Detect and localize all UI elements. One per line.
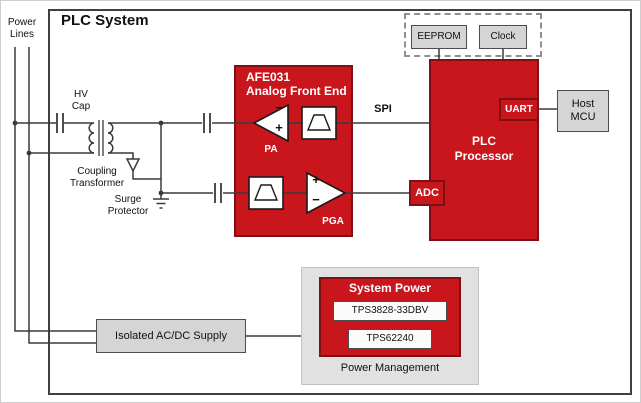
wires	[14, 47, 557, 344]
junction-dots	[12, 120, 164, 196]
adc-label: ADC	[415, 186, 439, 199]
afe-title: AFE031 Analog Front End	[246, 70, 347, 98]
pa-minus-sign: −	[275, 100, 283, 115]
spi-label: SPI	[374, 103, 392, 115]
surge-arrow-icon	[125, 158, 141, 173]
tx-filter-icon	[301, 106, 337, 140]
surge-wire	[108, 152, 161, 180]
system-power-title: System Power	[348, 281, 432, 295]
hv-capacitor-icon	[56, 113, 64, 133]
coupling-transformer-label: Coupling Transformer	[69, 166, 125, 189]
eeprom-label: EEPROM	[417, 31, 461, 43]
pga-label: PGA	[322, 216, 344, 227]
pa-amplifier-icon	[252, 103, 289, 143]
pga-plus-sign: +	[312, 172, 320, 187]
eeprom-block	[411, 25, 467, 49]
dcdc-chip-block	[348, 329, 432, 349]
uart-label: UART	[505, 103, 533, 115]
uart-block	[499, 98, 539, 121]
ldo-chip-label: TPS3828-33DBV	[351, 305, 429, 317]
adc-block	[409, 180, 445, 206]
ldo-chip-block	[333, 301, 447, 321]
peripherals-dashed-box	[404, 13, 542, 57]
host-mcu-label: Host MCU	[570, 98, 596, 123]
diagram-frame	[48, 9, 632, 395]
pga-amplifier-icon	[306, 171, 347, 215]
acdc-supply-block	[96, 319, 246, 353]
tx-coupling-capacitor-icon	[203, 113, 211, 133]
dcdc-chip-label: TPS62240	[366, 333, 414, 345]
diagram-title: PLC System	[61, 12, 149, 29]
rx-coupling-capacitor-icon	[214, 183, 222, 203]
pga-minus-sign: −	[312, 192, 320, 207]
plc-processor-block	[429, 59, 539, 241]
pa-label: PA	[264, 144, 278, 155]
clock-label: Clock	[490, 31, 516, 43]
power-management-label: Power Management	[340, 362, 440, 374]
power-lines-label: Power Lines	[7, 17, 37, 40]
acdc-supply-label: Isolated AC/DC Supply	[115, 329, 227, 342]
power-line-1-wire	[14, 47, 96, 332]
power-line-2-wire	[28, 47, 96, 344]
surge-protector-label: Surge Protector	[107, 194, 149, 217]
plc-processor-label: PLC Processor	[454, 134, 514, 163]
rx-filter-icon	[248, 176, 284, 210]
pa-plus-sign: +	[275, 120, 283, 135]
ground-icon	[153, 198, 169, 209]
coupling-transformer-icon	[88, 120, 114, 156]
host-mcu-block	[557, 90, 609, 132]
hv-cap-label: HV Cap	[71, 89, 91, 112]
clock-block	[479, 25, 527, 49]
